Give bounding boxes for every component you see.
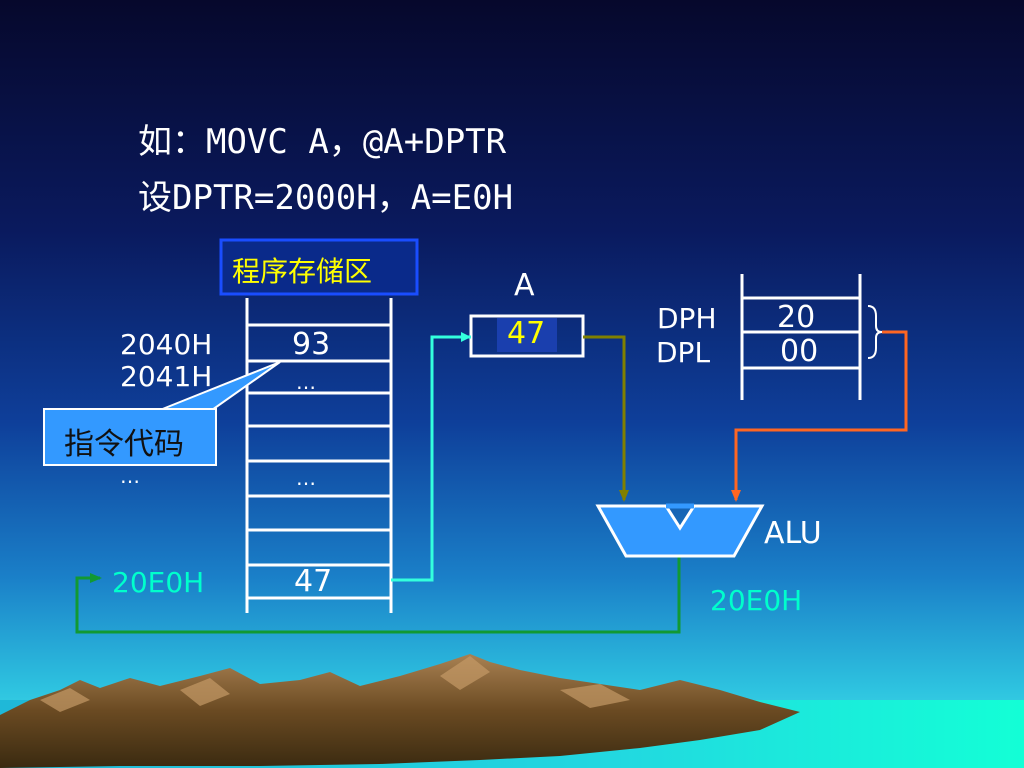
memory-cell-93: 93 [292, 327, 331, 362]
memory-cell-ellipsis-1: … [296, 370, 316, 394]
dph-value: 20 [777, 300, 816, 335]
alu-label: ALU [764, 516, 822, 551]
brace-icon [867, 305, 883, 359]
heading-line-2: 设DPTR=2000H，A=E0H [138, 178, 514, 218]
wire-dptr-to-alu [734, 330, 908, 500]
alu-shape [595, 504, 765, 558]
alu-output: 20E0H [710, 584, 803, 617]
memory-title: 程序存储区 [232, 255, 373, 288]
memory-cell-47: 47 [294, 564, 333, 599]
dptr-register-table [740, 274, 862, 400]
dpl-value: 00 [780, 334, 819, 369]
memory-title-box [219, 238, 419, 296]
heading-line-1: 如：MOVC A，@A+DPTR [138, 122, 507, 162]
dph-label: DPH [657, 302, 717, 335]
register-a-fill [497, 318, 557, 352]
memory-table [245, 298, 393, 613]
wire-alu-to-address [75, 556, 681, 634]
memory-cell-ellipsis-2: … [296, 466, 316, 490]
callout-box [43, 408, 217, 466]
address-2041h: 2041H [120, 360, 213, 393]
address-20e0h: 20E0H [112, 566, 205, 599]
callout-label: 指令代码 [64, 427, 184, 462]
dpl-label: DPL [656, 336, 711, 369]
wire-a-to-alu [583, 335, 626, 500]
register-a-value: 47 [507, 316, 546, 351]
address-ellipsis: … [120, 464, 140, 488]
register-a-label: A [514, 268, 535, 303]
address-2040h: 2040H [120, 328, 213, 361]
wire-memory-to-a [391, 335, 471, 582]
